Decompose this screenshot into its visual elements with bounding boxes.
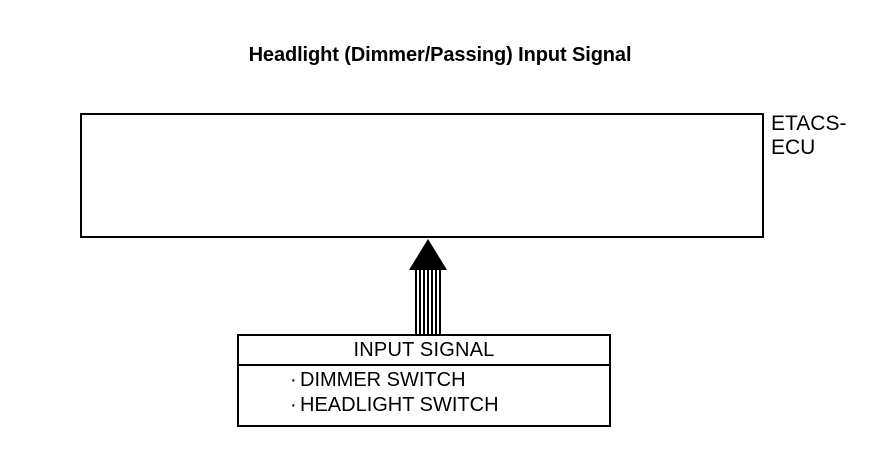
etacs-ecu-box	[80, 113, 764, 238]
input-signal-arrow-icon	[406, 238, 450, 336]
input-signal-list: · DIMMER SWITCH · HEADLIGHT SWITCH	[239, 366, 609, 418]
list-item-label: HEADLIGHT SWITCH	[300, 394, 499, 416]
list-item: · DIMMER SWITCH	[290, 368, 609, 393]
bullet-icon: ·	[290, 369, 297, 391]
input-signal-box-header: INPUT SIGNAL	[239, 336, 609, 366]
list-item-label: DIMMER SWITCH	[300, 369, 466, 391]
input-signal-box: INPUT SIGNAL · DIMMER SWITCH · HEADLIGHT…	[237, 334, 611, 427]
etacs-ecu-label-line2: ECU	[771, 136, 816, 159]
list-item: · HEADLIGHT SWITCH	[290, 393, 609, 418]
bullet-icon: ·	[290, 394, 297, 416]
etacs-ecu-label-line1: ETACS-	[771, 112, 847, 135]
page-title: Headlight (Dimmer/Passing) Input Signal	[248, 44, 632, 66]
etacs-ecu-label: ETACS- ECU	[771, 112, 846, 160]
